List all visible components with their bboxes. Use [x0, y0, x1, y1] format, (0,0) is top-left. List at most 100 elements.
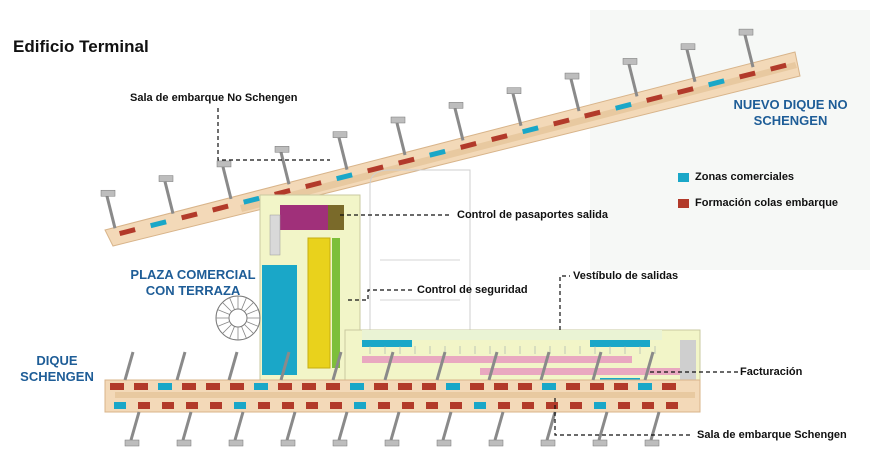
callout-sala-schengen: Sala de embarque Schengen: [697, 429, 847, 441]
legend-item-commercial: Zonas comerciales: [678, 171, 794, 183]
bridge-head: [448, 102, 464, 109]
schengen-zone-box: [542, 383, 556, 390]
schengen-zone-box: [230, 383, 244, 390]
schengen-zone-box: [306, 402, 318, 409]
boarding-bridge: [539, 351, 551, 381]
boarding-bridge: [129, 411, 141, 441]
hall-commercial-2: [362, 340, 412, 347]
pier-zone-box: [181, 211, 198, 221]
schengen-zone-box: [282, 402, 294, 409]
schengen-zone-box: [638, 383, 652, 390]
bridge-head: [158, 175, 174, 182]
hall-end-block: [680, 340, 696, 390]
passport-control-booths: [328, 205, 344, 230]
check-in-row-3: [632, 368, 680, 375]
callout-vestibulo: Vestíbulo de salidas: [573, 270, 679, 282]
boarding-bridge: [487, 351, 499, 381]
pier-zone-box: [646, 94, 663, 103]
pier-zone-box: [677, 86, 694, 96]
leader-sala-no-schengen: [217, 108, 330, 161]
bridge-head: [124, 439, 140, 447]
schengen-zone-box: [182, 383, 196, 390]
schengen-zone-box: [666, 402, 678, 409]
pier-zone-box: [491, 133, 508, 142]
schengen-zone-box: [566, 383, 580, 390]
background-tint: [590, 10, 870, 270]
boarding-bridge: [227, 351, 239, 381]
bridge-head: [390, 116, 406, 124]
schengen-zone-box: [546, 402, 558, 409]
schengen-zone-box: [186, 402, 198, 409]
schengen-zone-box: [474, 402, 486, 409]
boarding-bridge: [395, 122, 407, 156]
boarding-bridge: [337, 137, 349, 171]
schengen-zone-box: [594, 402, 606, 409]
schengen-zone-box: [326, 383, 340, 390]
rotunda-ray: [246, 309, 259, 315]
callout-sala-no-schengen: Sala de embarque No Schengen: [130, 92, 298, 104]
schengen-zone-box: [498, 402, 510, 409]
schengen-zone-box: [450, 402, 462, 409]
rotunda-ray: [244, 302, 254, 312]
hall-commercial-1: [590, 340, 650, 347]
bridge-head: [280, 439, 296, 447]
boarding-bridge: [627, 64, 639, 97]
pier-zone-box: [460, 141, 477, 150]
boarding-bridge: [181, 411, 193, 441]
pier-zone-box: [243, 195, 260, 205]
legend-swatch-commercial: [678, 172, 689, 182]
boarding-bridge: [685, 49, 697, 83]
bridge-head: [176, 439, 192, 447]
schengen-zone-box: [590, 383, 604, 390]
bridge-head: [592, 439, 608, 447]
boarding-bridge: [569, 78, 581, 112]
boarding-bridge: [279, 351, 291, 381]
schengen-corridor: [115, 392, 695, 398]
callout-control-seguridad: Control de seguridad: [417, 284, 528, 296]
bridge-head: [228, 439, 244, 447]
vehicle-icon: [269, 214, 281, 256]
schengen-zone-box: [378, 402, 390, 409]
boarding-bridge: [511, 93, 523, 127]
callout-control-pasaportes: Control de pasaportes salida: [457, 209, 608, 221]
rotunda-ray: [244, 324, 254, 334]
boarding-bridge: [175, 351, 187, 381]
leader-sala-schengen: [554, 398, 690, 436]
schengen-zone-box: [110, 383, 124, 390]
rotunda-ray: [241, 297, 247, 310]
schengen-zone-box: [134, 383, 148, 390]
pier-zone-box: [584, 109, 601, 119]
pier-zone-box: [429, 148, 446, 158]
leader-control-seguridad: [348, 289, 412, 301]
schengen-zone-box: [662, 383, 676, 390]
schengen-zone-box: [234, 402, 246, 409]
zone-label-plaza: PLAZA COMERCIAL CON TERRAZA: [128, 267, 258, 299]
legend-label-queue: Formación colas embarque: [695, 197, 839, 209]
bridge-head: [540, 439, 556, 447]
leader-vestibulo: [559, 275, 570, 330]
schengen-zone-box: [350, 383, 364, 390]
schengen-zone-box: [206, 383, 220, 390]
boarding-bridge: [389, 411, 401, 441]
boarding-bridge: [163, 181, 175, 214]
boarding-bridge: [279, 151, 291, 185]
zone-label-nuevo-dique: NUEVO DIQUE NO SCHENGEN: [728, 97, 853, 129]
schengen-zone-box: [518, 383, 532, 390]
check-in-row-1: [362, 356, 632, 363]
check-in-row-2: [480, 368, 650, 375]
rotunda-ray: [217, 321, 230, 327]
legend-item-queue: Formación colas embarque: [678, 197, 838, 209]
rotunda-ray: [217, 309, 230, 315]
boarding-bridge: [493, 411, 505, 441]
bridge-head: [738, 28, 754, 36]
zone-label-dique-schengen: DIQUE SCHENGEN: [12, 353, 102, 385]
security-control-area: [307, 237, 331, 369]
schengen-zone-box: [330, 402, 342, 409]
schengen-zone-box: [402, 402, 414, 409]
boarding-bridge: [221, 166, 233, 200]
pier-zone-box: [553, 117, 570, 127]
departure-hall: [344, 329, 701, 396]
pier-zone-box: [305, 180, 322, 189]
bridge-head: [506, 87, 522, 94]
